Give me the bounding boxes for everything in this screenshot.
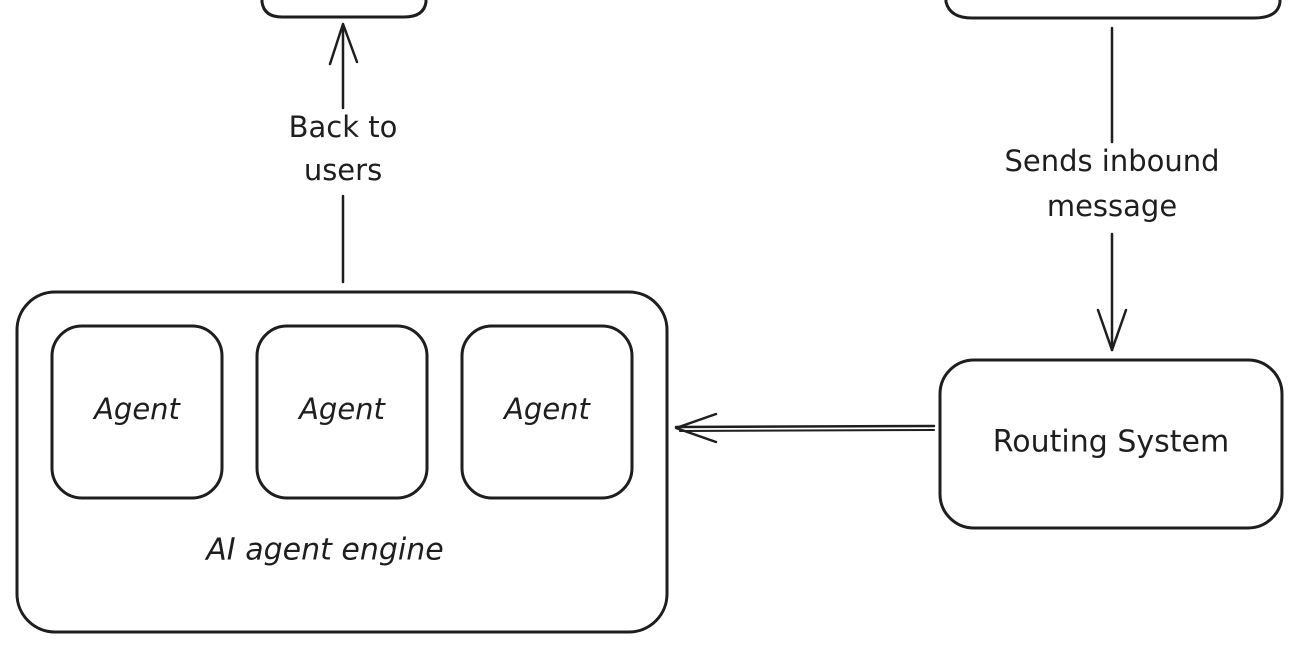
agent-card-2: Agent — [255, 324, 429, 500]
edge-sends-inbound-label-line1: Sends inbound — [1004, 144, 1219, 178]
agent-card-2-label: Agent — [297, 392, 386, 426]
routing-system: Routing System — [938, 358, 1284, 530]
arrow-left-icon — [674, 412, 718, 444]
routing-system-label: Routing System — [993, 425, 1229, 460]
agent-card-3-label: Agent — [502, 392, 591, 426]
source-node-partial — [944, 0, 1282, 20]
edge-sends-inbound-label-line2: message — [1047, 189, 1177, 223]
arrow-down-icon — [1096, 308, 1128, 352]
edge-routing-to-engine — [674, 412, 936, 444]
agent-card-1-label: Agent — [92, 392, 181, 426]
user-node-partial — [260, 0, 428, 19]
ai-agent-engine-label: AI agent engine — [204, 533, 443, 568]
agent-card-3: Agent — [460, 324, 634, 500]
edge-back-to-users: Back to users — [289, 22, 398, 284]
agent-card-1: Agent — [50, 324, 224, 500]
edge-sends-inbound: Sends inbound message — [1004, 26, 1220, 352]
arrow-up-icon — [328, 22, 359, 66]
edge-back-to-users-label-line1: Back to — [289, 110, 398, 144]
ai-agent-engine: Agent Agent Agent AI agent engine — [15, 290, 669, 634]
edge-back-to-users-label-line2: users — [304, 153, 382, 187]
